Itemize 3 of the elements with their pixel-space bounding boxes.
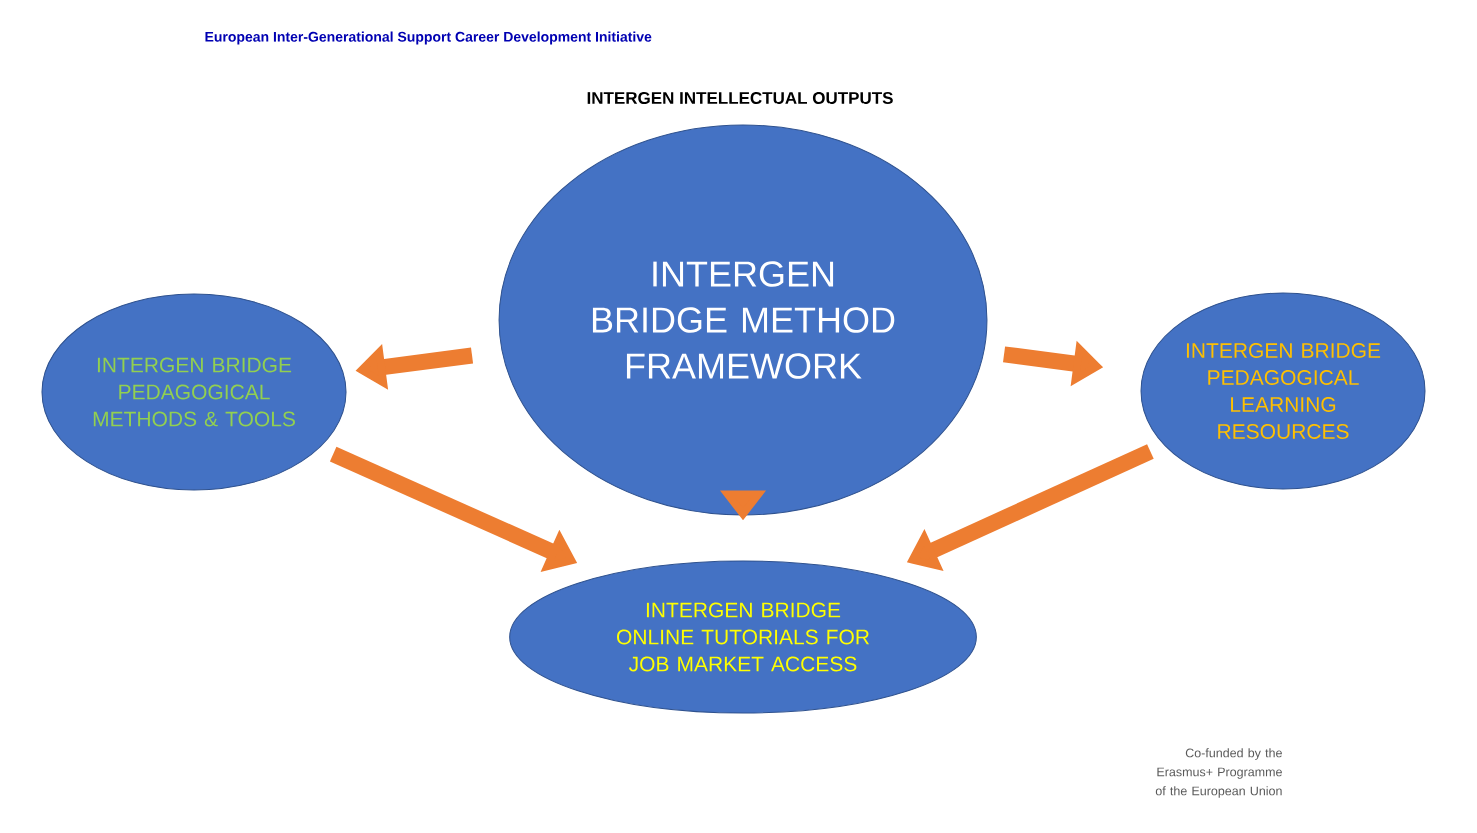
- funding-note: Co-funded by the Erasmus+ Programme of the European Union: [1155, 748, 1282, 798]
- header-text: European Inter-Generational Support Career Development Initiative: [205, 31, 652, 45]
- title: INTERGEN INTELLECTUAL OUTPUTS: [587, 92, 893, 105]
